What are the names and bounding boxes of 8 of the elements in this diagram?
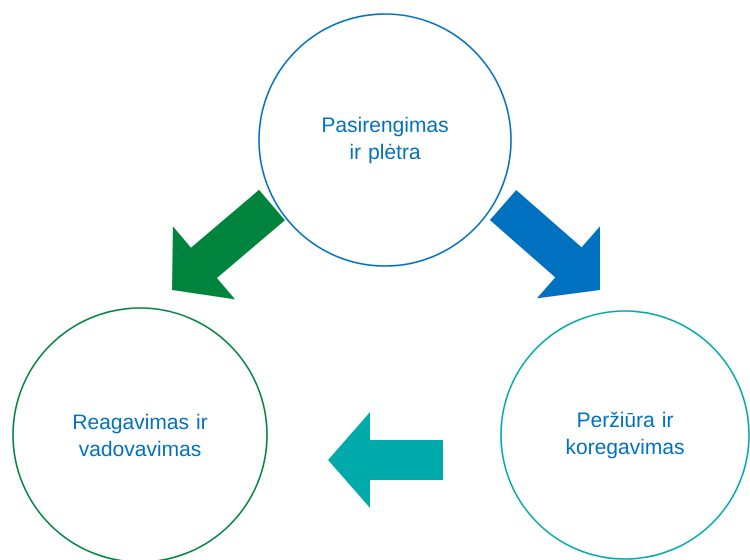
stage-circle xyxy=(500,310,750,560)
stage-label: Peržiūra ir koregavimas xyxy=(566,412,684,458)
stage-circle xyxy=(258,13,512,267)
block-arrow xyxy=(490,190,600,298)
stage-label: Pasirengimas ir plėtra xyxy=(323,116,448,164)
block-arrow xyxy=(328,412,443,508)
block-arrow xyxy=(172,190,285,300)
stage-label: Reagavimas ir vadovavimas xyxy=(74,414,208,456)
